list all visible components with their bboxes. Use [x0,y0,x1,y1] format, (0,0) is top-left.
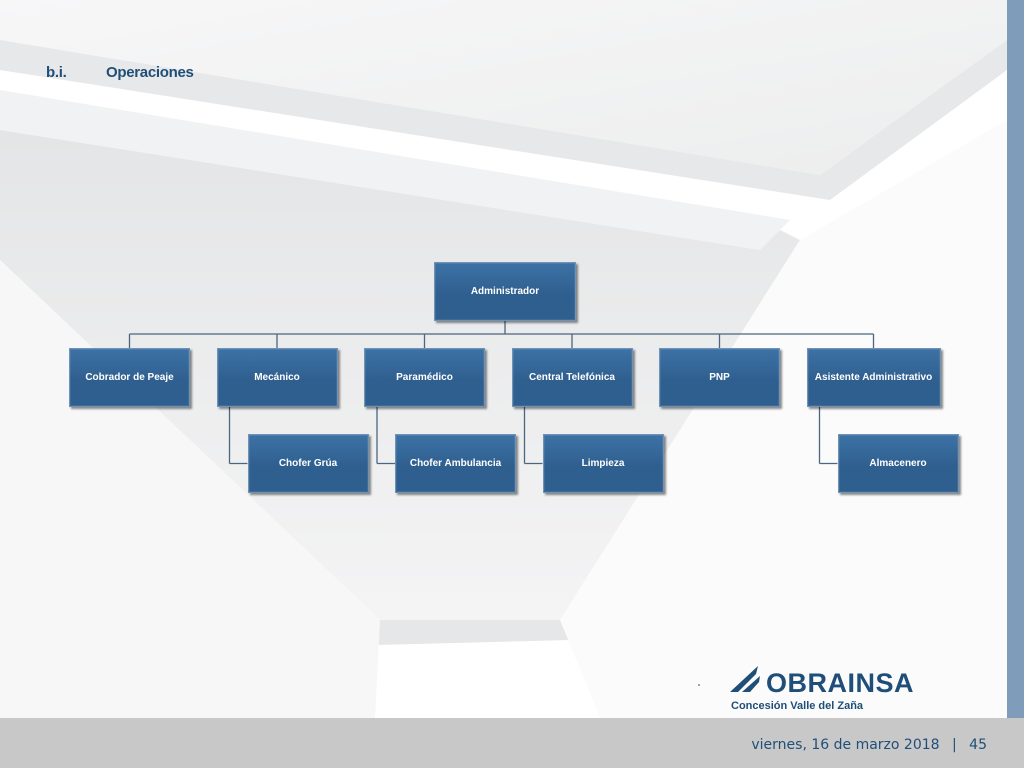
logo-subtitle: Concesión Valle del Zaña [731,700,864,712]
obrainsa-wing-logo-icon [730,666,760,692]
footer-band [0,718,1024,768]
company-logo: OBRAINSA Concesión Valle del Zaña [728,662,1000,718]
org-node-label: Administrador [470,286,540,297]
org-node-central-telefonica: Central Telefónica [511,348,633,407]
org-node-label: Central Telefónica [529,372,615,383]
logo-brand-text: OBRAINSA [766,668,915,698]
org-node-pnp: PNP [659,348,780,407]
org-node-chofer-ambulancia: Chofer Ambulancia [395,434,516,493]
org-node-label: Paramédico [396,372,453,383]
page-number: 45 [969,737,987,753]
org-node-label: Chofer Ambulancia [409,458,502,469]
org-node-administrador: Administrador [434,262,576,321]
decorative-dot [698,684,700,686]
org-node-label: Almacenero [869,458,927,469]
footer-date-page: viernes, 16 de marzo 2018 | 45 [751,737,987,753]
section-title: Operaciones [106,64,194,81]
connector-lines [128,321,875,465]
org-node-label: Limpieza [581,458,625,469]
org-node-label: Cobrador de Peaje [85,372,174,383]
org-node-label: Asistente Administrativo [814,372,933,383]
org-node-asistente-administrativo: Asistente Administrativo [806,348,941,407]
footer-date: viernes, 16 de marzo 2018 [751,737,940,753]
right-accent-bar [1007,0,1024,718]
org-node-paramedico: Paramédico [364,348,485,407]
org-node-label: PNP [709,372,730,383]
org-node-almacenero: Almacenero [837,434,959,493]
org-node-chofer-grua: Chofer Grúa [247,434,369,493]
org-node-label: Chofer Grúa [278,458,338,469]
section-number: b.i. [46,64,67,81]
org-node-cobrador-de-peaje: Cobrador de Peaje [69,348,190,407]
org-node-limpieza: Limpieza [542,434,664,493]
org-node-mecanico: Mecánico [216,348,338,407]
footer-separator: | [952,737,957,753]
org-node-label: Mecánico [254,372,300,383]
